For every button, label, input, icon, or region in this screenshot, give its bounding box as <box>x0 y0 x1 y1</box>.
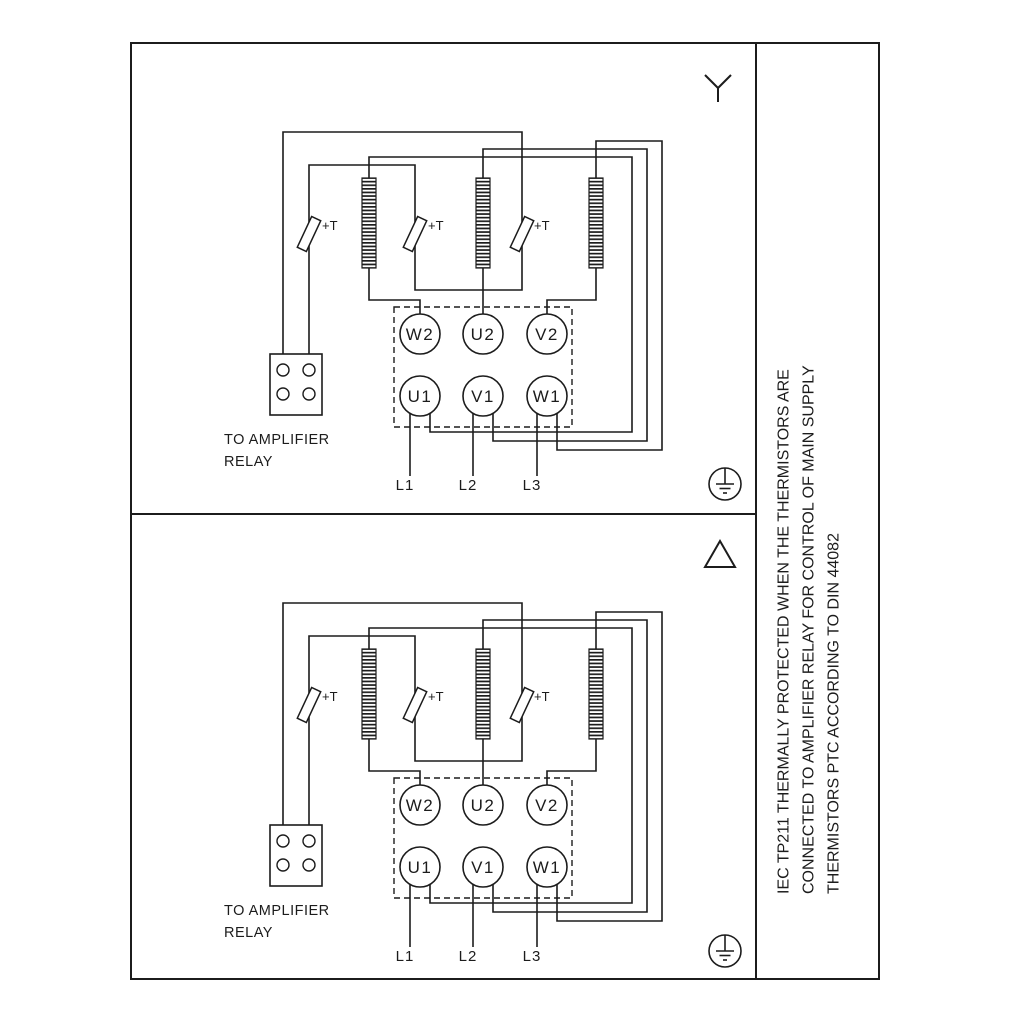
thermistor-icon <box>509 686 535 724</box>
terminal-label: V1 <box>471 858 495 877</box>
relay-terminal <box>276 387 290 401</box>
winding3-return-wire <box>556 611 663 922</box>
thermistor-label: +T <box>322 218 338 233</box>
delta-panel-drawing: +T +T +T W2 U2 V2 U1 V1 W1 <box>224 538 742 968</box>
mains-label-l1: L1 <box>396 477 415 494</box>
star-panel: +T +T +T W2 U2 V2 U1 V1 W1 <box>132 44 755 515</box>
relay-caption-line1: TO AMPLIFIER <box>224 903 330 919</box>
relay-terminal <box>302 834 316 848</box>
relay-terminal <box>276 834 290 848</box>
motor-winding-3 <box>588 177 604 269</box>
mains-label-l3: L3 <box>523 948 542 965</box>
terminal-label: W1 <box>533 858 562 877</box>
side-note-text: IEC TP211 THERMALLY PROTECTED WHEN THE T… <box>772 334 847 894</box>
terminal-w1 <box>526 846 568 888</box>
winding2-return-wire <box>482 148 648 442</box>
thermistor-icon <box>296 215 322 253</box>
side-note-line: IEC TP211 THERMALLY PROTECTED WHEN THE T… <box>775 368 793 894</box>
terminal-w2 <box>399 784 441 826</box>
relay-terminal <box>276 363 290 377</box>
delta-panel: +T +T +T W2 U2 V2 U1 V1 W1 <box>132 515 755 978</box>
relay-caption-line2: RELAY <box>224 454 273 470</box>
mains-label-l1: L1 <box>396 948 415 965</box>
terminal-block-outline <box>393 306 573 428</box>
terminal-label: U2 <box>471 325 496 344</box>
terminal-u1 <box>399 846 441 888</box>
terminal-label: W2 <box>406 325 435 344</box>
thermistor-icon <box>402 686 428 724</box>
terminal-label: V2 <box>535 796 559 815</box>
terminal-v2 <box>526 313 568 355</box>
mains-label-l3: L3 <box>523 477 542 494</box>
terminal-label: V1 <box>471 387 495 406</box>
terminal-label: U1 <box>408 858 433 877</box>
diagram-column: +T +T +T W2 U2 V2 U1 V1 W1 <box>132 44 757 978</box>
terminal-label: V2 <box>535 325 559 344</box>
relay-terminal <box>302 858 316 872</box>
thermistor-chain-wire <box>282 602 523 825</box>
winding1-terminal-wire <box>368 739 421 793</box>
terminal-label: U1 <box>408 387 433 406</box>
terminal-u1 <box>399 375 441 417</box>
earth-ground-icon <box>708 934 742 968</box>
thermistor-label: +T <box>322 689 338 704</box>
mains-label-l2: L2 <box>459 477 478 494</box>
thermistor-icon <box>509 215 535 253</box>
delta-connection-icon <box>703 538 737 568</box>
motor-winding-2 <box>475 648 491 740</box>
terminal-v1 <box>462 846 504 888</box>
wiring <box>282 602 663 947</box>
thermistor-label: +T <box>428 689 444 704</box>
relay-terminal <box>276 858 290 872</box>
winding2-return-wire <box>482 619 648 913</box>
thermistor-label: +T <box>428 218 444 233</box>
earth-ground-icon <box>708 467 742 501</box>
terminal-label: W1 <box>533 387 562 406</box>
mains-label-l2: L2 <box>459 948 478 965</box>
terminal-v1 <box>462 375 504 417</box>
relay-terminal <box>302 387 316 401</box>
terminal-label: W2 <box>406 796 435 815</box>
side-note-line: CONNECTED TO AMPLIFIER RELAY FOR CONTROL… <box>800 365 818 894</box>
thermistor-icon <box>402 215 428 253</box>
side-note-line: THERMISTORS PTC ACCORDING TO DIN 44082 <box>825 532 843 894</box>
winding1-terminal-wire <box>368 268 421 322</box>
winding3-return-wire <box>556 140 663 451</box>
motor-winding-1 <box>361 648 377 740</box>
winding3-terminal-wire <box>546 268 597 322</box>
motor-winding-3 <box>588 648 604 740</box>
terminal-v2 <box>526 784 568 826</box>
thermistor-chain-wire <box>282 131 523 354</box>
star-connection-icon <box>704 74 732 102</box>
diagram-frame: +T +T +T W2 U2 V2 U1 V1 W1 <box>130 42 880 980</box>
relay-caption-line2: RELAY <box>224 925 273 941</box>
side-note-column: IEC TP211 THERMALLY PROTECTED WHEN THE T… <box>757 44 878 978</box>
thermistor-label: +T <box>534 689 550 704</box>
terminal-block-outline <box>393 777 573 899</box>
winding3-terminal-wire <box>546 739 597 793</box>
thermistor-label: +T <box>534 218 550 233</box>
wiring <box>282 131 663 476</box>
terminal-u2 <box>462 784 504 826</box>
terminal-w2 <box>399 313 441 355</box>
thermistor-icon <box>296 686 322 724</box>
amplifier-relay-box <box>269 353 323 416</box>
terminal-label: U2 <box>471 796 496 815</box>
motor-winding-2 <box>475 177 491 269</box>
relay-caption-line1: TO AMPLIFIER <box>224 432 330 448</box>
motor-winding-1 <box>361 177 377 269</box>
terminal-u2 <box>462 313 504 355</box>
star-panel-drawing: +T +T +T W2 U2 V2 U1 V1 W1 <box>224 74 742 501</box>
amplifier-relay-box <box>269 824 323 887</box>
terminal-w1 <box>526 375 568 417</box>
relay-terminal <box>302 363 316 377</box>
